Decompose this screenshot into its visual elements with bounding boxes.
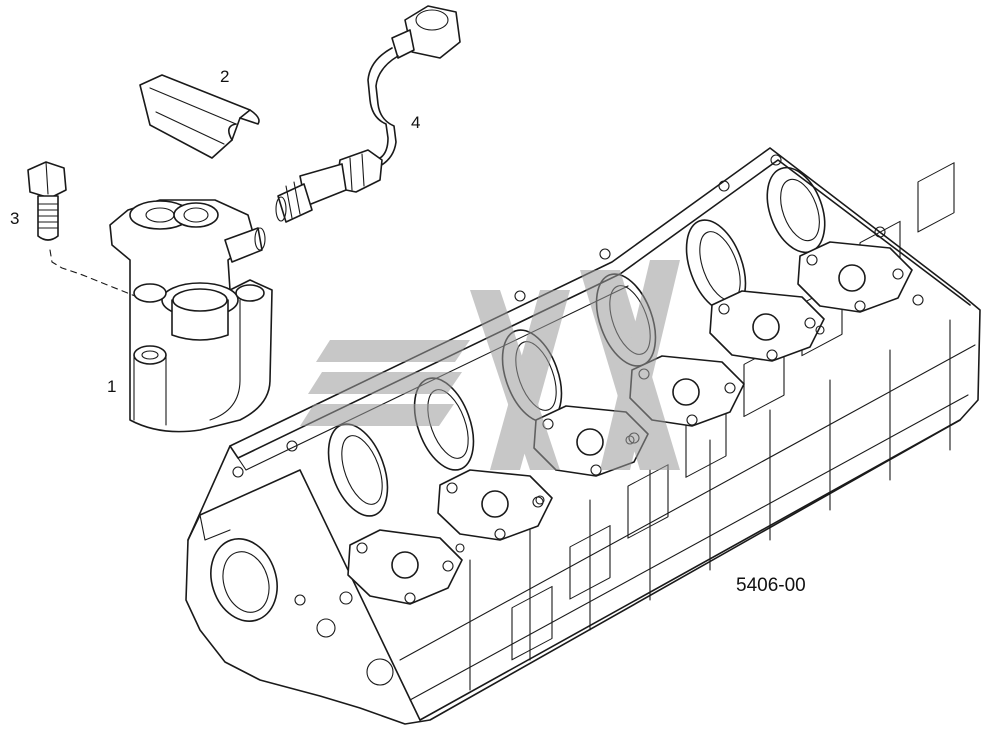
- callout-4: 4: [411, 113, 420, 132]
- callout-1: 1: [107, 377, 116, 396]
- watermark-logo: [300, 260, 680, 470]
- callout-labels: 1 2 3 4 5406-00: [10, 67, 806, 596]
- callout-3: 3: [10, 209, 19, 228]
- bolt-bosses: [232, 154, 924, 686]
- part-4-sensor: [275, 5, 461, 223]
- part-2-clip: [139, 74, 260, 159]
- part-3-bolt: [27, 161, 136, 297]
- callout-2: 2: [220, 67, 229, 86]
- part-1-valve-body: [109, 199, 273, 433]
- diagram-code-label: 5406-00: [736, 575, 806, 596]
- cylinder-head: [185, 147, 981, 725]
